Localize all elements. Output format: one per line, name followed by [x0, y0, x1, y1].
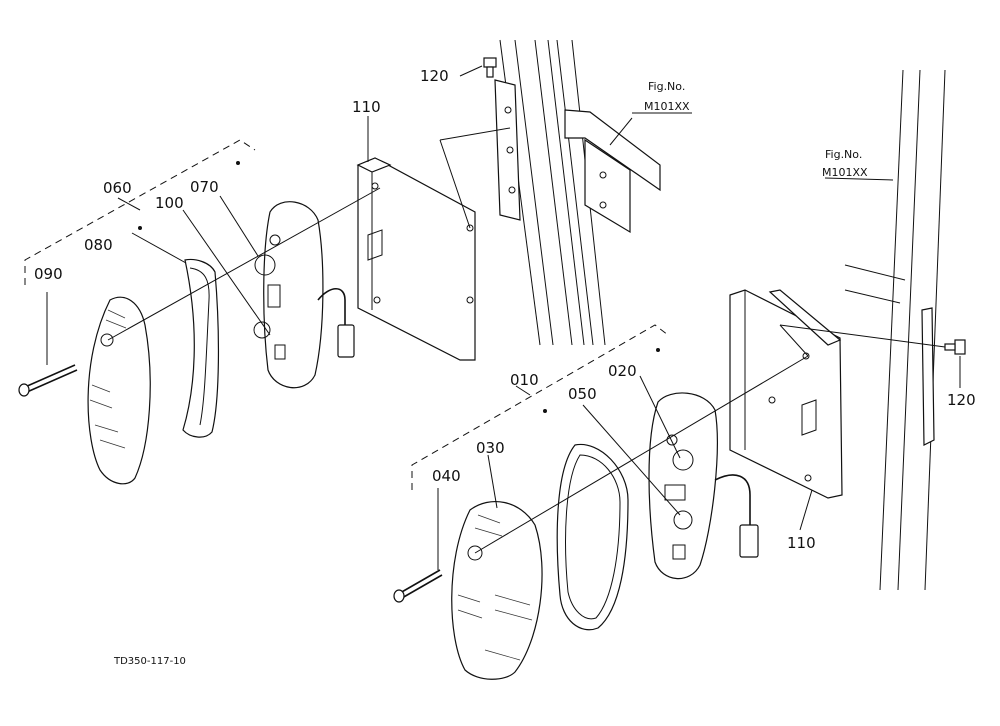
fig-number: M101XX — [644, 100, 690, 113]
frame-post-lower — [844, 69, 946, 591]
group-bracket-lower — [411, 324, 669, 490]
callout-030: 030 — [476, 439, 505, 457]
screw-090 — [18, 364, 78, 397]
lamp-base-upper — [253, 201, 355, 389]
callout-010: 010 — [510, 371, 539, 389]
screw-040 — [393, 569, 443, 603]
callout-060: 060 — [103, 179, 132, 197]
callout-020: 020 — [608, 362, 637, 380]
figure-code: TD350-117-10 — [113, 656, 186, 667]
assembly-lines — [107, 127, 946, 554]
callout-080: 080 — [84, 236, 113, 254]
bolt-120-upper — [483, 57, 497, 78]
callout-120-lower: 120 — [947, 391, 976, 409]
callout-050: 050 — [568, 385, 597, 403]
fig-number: M101XX — [822, 166, 868, 179]
bracket-110-lower — [729, 289, 843, 499]
gasket-upper — [182, 258, 220, 438]
leader-lines — [46, 65, 961, 570]
callout-100: 100 — [155, 194, 184, 212]
callout-040: 040 — [432, 467, 461, 485]
callout-120-upper: 120 — [420, 67, 449, 85]
callout-070: 070 — [190, 178, 219, 196]
fig-reference-lower: Fig.No. M101XX — [822, 148, 868, 179]
fig-label: Fig.No. — [825, 148, 862, 161]
gasket-lower — [556, 443, 629, 631]
group-bracket-upper — [24, 139, 256, 285]
bolt-120-lower — [944, 339, 966, 355]
fig-reference-upper: Fig.No. M101XX — [632, 80, 692, 114]
callout-110-upper: 110 — [352, 98, 381, 116]
frame-post-upper — [494, 39, 661, 346]
callout-dots — [138, 161, 660, 413]
lens-upper — [87, 296, 151, 485]
callout-110-lower: 110 — [787, 534, 816, 552]
fig-label: Fig.No. — [648, 80, 685, 93]
lens-lower — [451, 501, 543, 680]
bracket-110-upper — [356, 157, 476, 361]
callout-090: 090 — [34, 265, 63, 283]
